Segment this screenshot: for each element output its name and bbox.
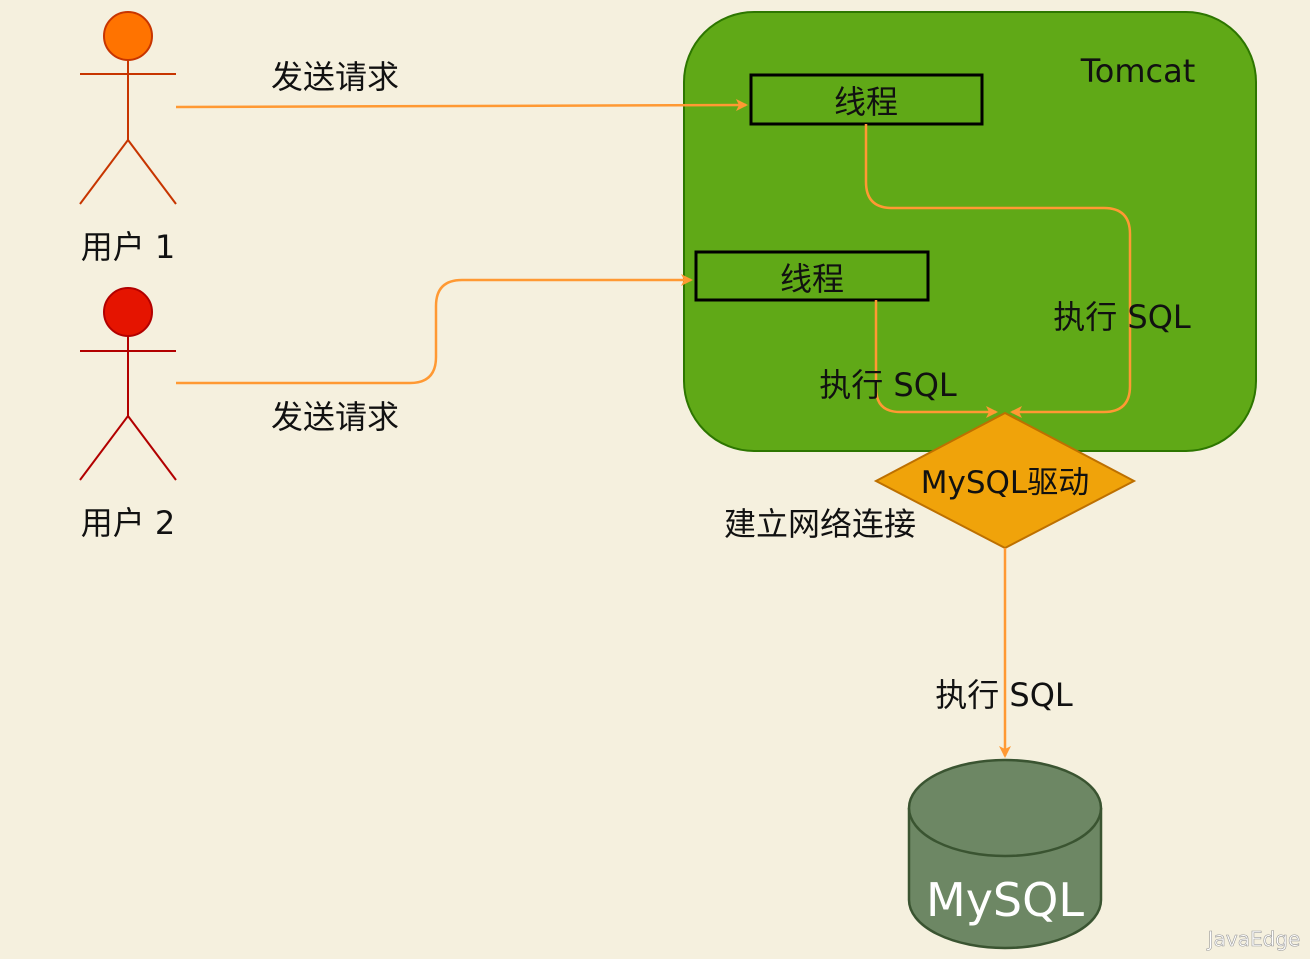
thread2-box [694,250,930,302]
thread2-label: 线程 [780,260,844,298]
edge-connect-label: 建立网络连接 [724,505,916,543]
edge-send-request-1-label: 发送请求 [271,58,399,96]
user2-actor [79,287,177,481]
user1-actor [79,11,177,205]
mysql-driver-label: MySQL驱动 [921,465,1089,501]
edge-exec-sql-db-label: 执行 SQL [935,676,1073,714]
edge-user2-to-thread2 [176,274,693,385]
edge-exec-sql-thread2-label: 执行 SQL [819,366,957,404]
tomcat-label: Tomcat [1080,52,1196,90]
edge-send-request-2-label: 发送请求 [271,398,399,436]
edge-exec-sql-thread1-label: 执行 SQL [1053,298,1191,336]
edge-user1-to-thread1 [175,99,748,112]
edge-thread1-to-driver [864,124,1132,418]
user2-label: 用户 2 [81,504,176,542]
watermark: JavaEdge [1206,927,1301,951]
user1-label: 用户 1 [81,228,176,266]
edge-thread2-to-driver [874,300,998,418]
mysql-database-cylinder [907,758,1103,950]
mysql-database-label: MySQL [926,873,1084,927]
thread1-label: 线程 [834,83,898,121]
